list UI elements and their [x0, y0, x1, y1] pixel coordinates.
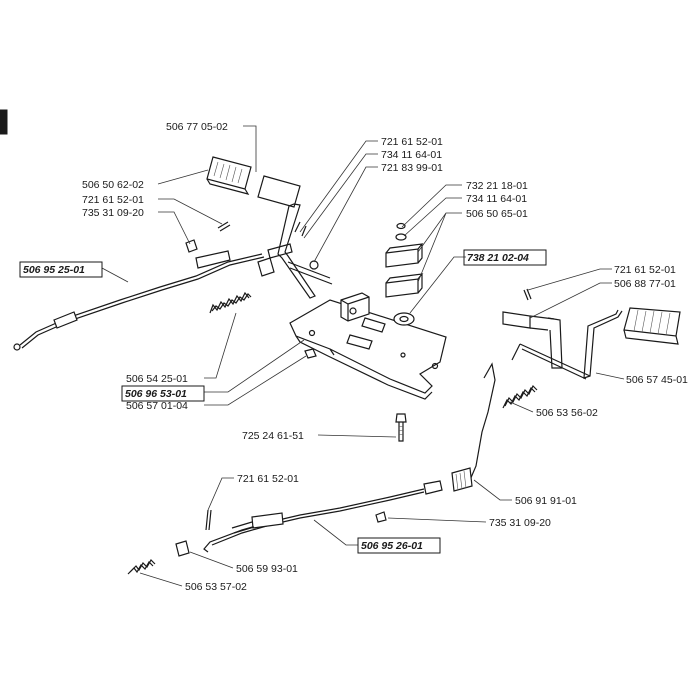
- label-l14: 506 88 77-01: [614, 278, 676, 290]
- left-pedal-assembly: [185, 156, 333, 314]
- page-marker: [0, 109, 8, 135]
- label-l26: 506 53 57-02: [185, 581, 247, 593]
- washer: [393, 312, 415, 326]
- label-l8: 732 21 18-01: [466, 180, 528, 192]
- label-l23: 735 31 09-20: [489, 517, 551, 529]
- nut: [304, 348, 317, 359]
- pedal-plate: [257, 175, 301, 208]
- label-l3: 734 11 64-01: [381, 149, 442, 161]
- label-l17: 506 96 53-01: [125, 388, 187, 400]
- label-frames: [19, 249, 547, 554]
- bolt: [395, 413, 407, 442]
- label-l6: 721 61 52-01: [82, 194, 144, 206]
- label-l5: 506 50 62-02: [82, 179, 144, 191]
- pedal-pad-loose: [206, 156, 252, 195]
- label-l2: 721 61 52-01: [381, 136, 443, 148]
- label-l12: 506 95 25-01: [23, 264, 85, 276]
- label-l9: 734 11 64-01: [466, 193, 527, 205]
- clamp-block: [340, 292, 370, 322]
- label-l1: 506 77 05-02: [166, 121, 228, 133]
- label-l20: 725 24 61-51: [242, 430, 304, 442]
- spring-right: [502, 384, 538, 409]
- label-l16: 506 54 25-01: [126, 373, 188, 385]
- cable-left: [13, 250, 265, 351]
- part-labels: 506 77 05-02 721 61 52-01 734 11 64-01 7…: [23, 121, 688, 593]
- label-l13: 721 61 52-01: [614, 264, 676, 276]
- label-l18: 506 57 01-04: [126, 400, 188, 412]
- leader-lines: [101, 125, 625, 587]
- label-l24: 506 95 26-01: [361, 540, 423, 552]
- label-l10: 506 50 65-01: [466, 208, 528, 220]
- label-l21: 721 61 52-01: [237, 473, 299, 485]
- clamp-halves: [385, 222, 424, 298]
- cable-bottom: [127, 362, 496, 575]
- pedal-arm: [277, 203, 316, 299]
- label-l7: 735 31 09-20: [82, 207, 144, 219]
- clip-left: [185, 239, 198, 253]
- label-l4: 721 83 99-01: [381, 162, 443, 174]
- label-l22: 506 91 91-01: [515, 495, 577, 507]
- right-pedal-assembly: [502, 288, 681, 380]
- label-l25: 506 59 93-01: [236, 563, 298, 575]
- label-l19: 506 53 56-02: [536, 407, 598, 419]
- spring-left: [209, 291, 252, 314]
- label-l11: 738 21 02-04: [467, 252, 529, 264]
- label-l15: 506 57 45-01: [626, 374, 688, 386]
